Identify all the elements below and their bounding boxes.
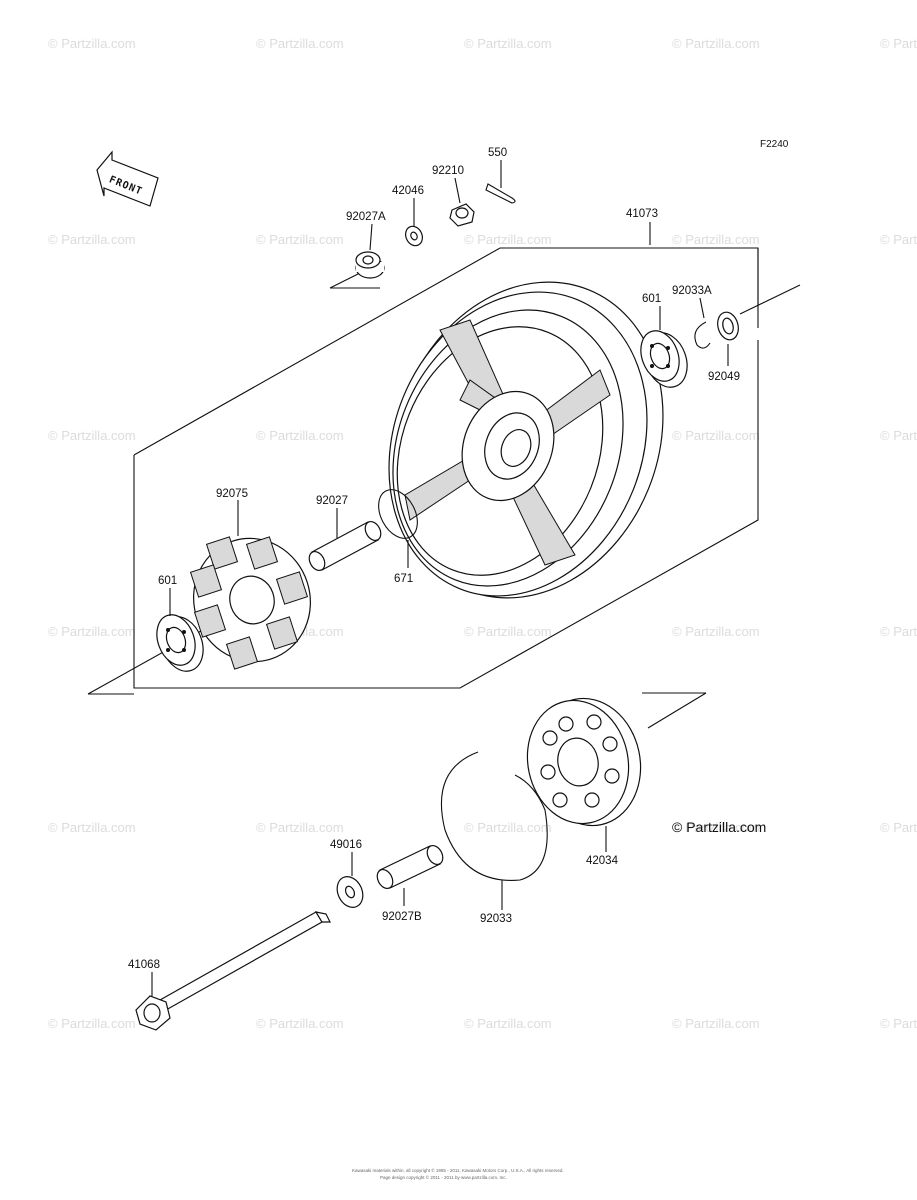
watermark-text: © Partzilla.com: [48, 232, 136, 247]
part-label-550: 550: [488, 147, 507, 159]
watermark-text: © Partzilla.com: [672, 1016, 760, 1031]
diagram-code: F2240: [760, 139, 789, 150]
watermark-text: © Partzilla.com: [48, 820, 136, 835]
watermark-text: © Partzilla.com: [672, 232, 760, 247]
part-label-92033a: 92033A: [672, 285, 712, 297]
part-label-92075: 92075: [216, 488, 248, 500]
circlip-92033a: [694, 321, 711, 349]
watermark-text: © Partzilla.com: [464, 232, 552, 247]
watermark-text: © Partzilla.com: [464, 624, 552, 639]
collar-92027: [308, 520, 382, 572]
circlip-92033: [440, 751, 548, 881]
watermark-text: © Partzilla.com: [48, 624, 136, 639]
oil-seal-92049: [717, 311, 739, 341]
watermark-text: © Partzilla.com: [880, 428, 917, 443]
watermark-text: © Partzilla.com: [672, 820, 760, 835]
part-label-92210: 92210: [432, 165, 464, 177]
part-labels: 550 92210 42046 92027A 41073 601 92033A …: [128, 147, 740, 971]
cotter-pin-550: [485, 183, 516, 204]
washer-42046: [405, 225, 423, 247]
watermark-text: © Partzilla.com: [48, 428, 136, 443]
watermark-text: © Partzilla.com: [464, 36, 552, 51]
watermark-text: © Partzilla.com: [256, 36, 344, 51]
collar-92027b: [376, 844, 444, 890]
part-label-49016: 49016: [330, 839, 362, 851]
watermark-text: © Partzilla.com: [256, 820, 344, 835]
watermark-text: © Partzilla.com: [672, 428, 760, 443]
part-label-92027: 92027: [316, 495, 348, 507]
part-label-92027a: 92027A: [346, 211, 386, 223]
part-label-92027b: 92027B: [382, 911, 422, 923]
watermark-text: © Partzilla.com: [880, 1016, 917, 1031]
watermark-text: © Partzilla.com: [880, 624, 917, 639]
axle-41068: [135, 911, 331, 1031]
collar-92027a: [355, 251, 385, 279]
footer-line-1: Kawasaki materials within, all copyright…: [352, 1167, 564, 1173]
rear-wheel-rim: [388, 281, 664, 599]
watermark-text: © Partzilla.com: [880, 820, 917, 835]
watermark-text: © Partzilla.com: [256, 1016, 344, 1031]
part-label-671: 671: [394, 573, 413, 585]
watermark-text: © Partzilla.com: [880, 36, 917, 51]
watermark-text: © Partzilla.com: [672, 36, 760, 51]
watermark-text: © Partzilla.com: [256, 232, 344, 247]
bearing-601-left: [156, 614, 204, 672]
copyright-notice: © Partzilla.com: [672, 819, 766, 835]
watermark-text: © Partzilla.com: [672, 624, 760, 639]
watermark-text: © Partzilla.com: [48, 1016, 136, 1031]
part-label-41073: 41073: [626, 208, 658, 220]
part-label-92033: 92033: [480, 913, 512, 925]
part-label-42046: 42046: [392, 185, 424, 197]
nut-92210: [449, 203, 475, 227]
part-label-42034: 42034: [586, 855, 619, 867]
front-arrow-icon: FRONT: [96, 150, 159, 207]
leader-lines: [151, 160, 729, 996]
washer-49016: [336, 876, 364, 908]
hub-damper-92075: [189, 536, 311, 670]
bearing-601-right: [640, 330, 688, 388]
watermark-text: © Partzilla.com: [256, 428, 344, 443]
part-label-601-left: 601: [158, 575, 177, 587]
watermark-layer: © Partzilla.com © Partzilla.com © Partzill…: [48, 36, 917, 1031]
footer-line-2: Page design copyright © 2011 - 2011 by w…: [380, 1174, 507, 1180]
watermark-text: © Partzilla.com: [464, 820, 552, 835]
part-label-41068: 41068: [128, 959, 160, 971]
watermark-text: © Partzilla.com: [48, 36, 136, 51]
part-label-92049: 92049: [708, 371, 740, 383]
watermark-text: © Partzilla.com: [880, 232, 917, 247]
watermark-text: © Partzilla.com: [464, 1016, 552, 1031]
o-ring-671: [378, 489, 418, 539]
part-label-601-right: 601: [642, 293, 661, 305]
coupling-42034: [526, 697, 642, 827]
